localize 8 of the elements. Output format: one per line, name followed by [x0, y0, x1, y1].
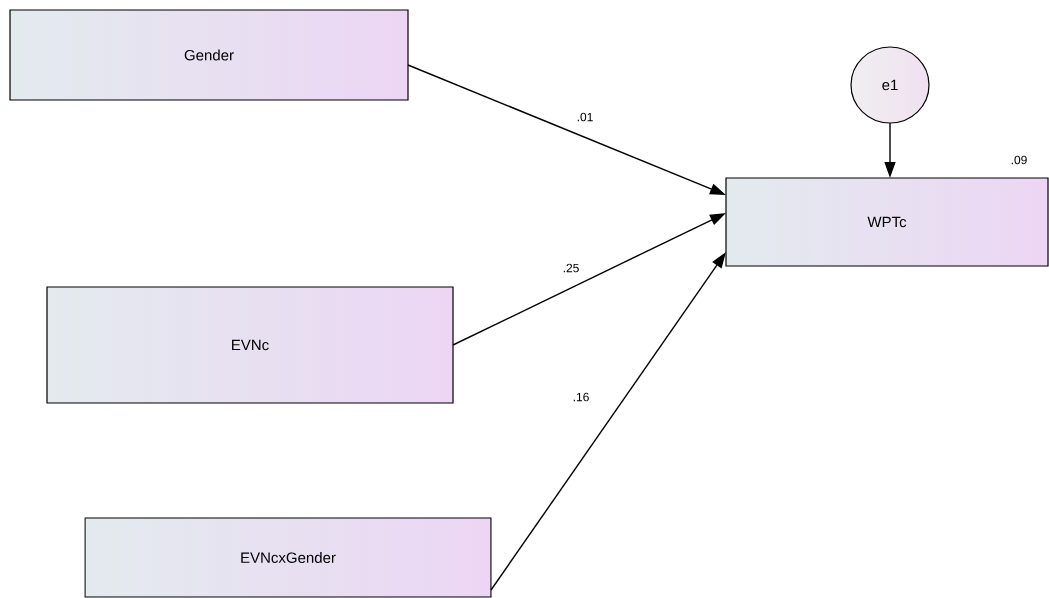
variable-box: EVNc	[46, 286, 454, 404]
edge-label: .01	[575, 111, 595, 123]
variable-box: EVNcxGender	[84, 517, 492, 598]
variable-box: Gender	[9, 9, 409, 101]
edge-label: .16	[571, 391, 591, 403]
edge-label: .25	[561, 262, 581, 274]
coefficient-label: .09	[1011, 155, 1027, 165]
variable-box: WPTc	[725, 177, 1049, 267]
